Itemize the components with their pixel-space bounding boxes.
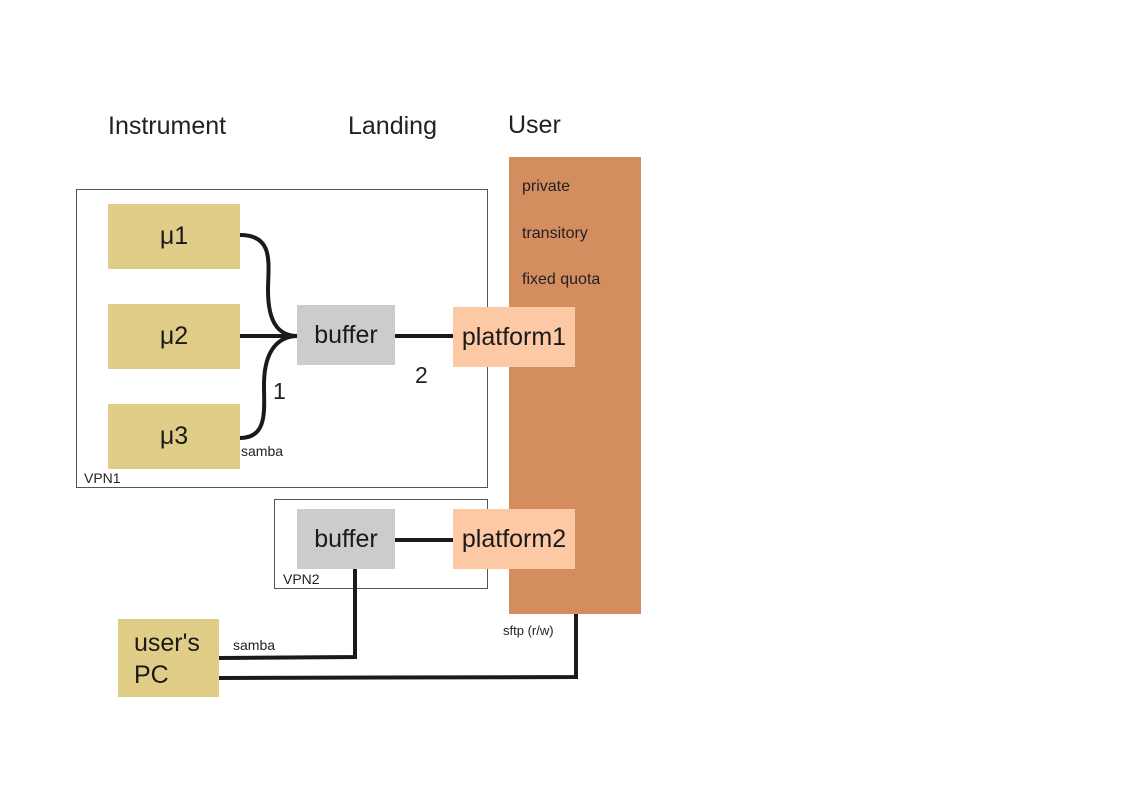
instrument-mu2: μ2 (108, 304, 240, 369)
users-pc-label-line2: PC (134, 661, 169, 689)
users-pc-label-line1: user's (134, 629, 200, 657)
platform2: platform2 (453, 509, 575, 569)
column-header-landing: Landing (348, 112, 437, 140)
wire-mu1-buffer (239, 233, 299, 338)
buffer-vpn2: buffer (297, 509, 395, 569)
platform1: platform1 (453, 307, 575, 367)
user-storage-property-fixed-quota: fixed quota (522, 271, 601, 288)
instrument-mu3: μ3 (108, 404, 240, 469)
samba-label-vpn1: samba (241, 443, 284, 459)
column-header-instrument: Instrument (108, 112, 227, 140)
instrument-mu1: μ1 (108, 204, 240, 269)
wire-buffer2-userspc (218, 569, 357, 660)
user-storage-property-transitory: transitory (522, 225, 588, 242)
samba-label-userspc: samba (233, 637, 276, 653)
user-storage-property-private: private (522, 178, 571, 195)
vpn1-label: VPN1 (84, 470, 121, 486)
column-header-user: User (508, 111, 561, 139)
link-label-1: 1 (273, 378, 286, 404)
wire-mu3-buffer (239, 334, 299, 440)
vpn2-label: VPN2 (283, 571, 320, 587)
sftp-label: sftp (r/w) (503, 623, 554, 638)
link-label-2: 2 (415, 362, 428, 388)
wire-userstorage-userspc (218, 614, 578, 680)
users-pc: user's PC (118, 619, 219, 697)
buffer-vpn1: buffer (297, 305, 395, 365)
